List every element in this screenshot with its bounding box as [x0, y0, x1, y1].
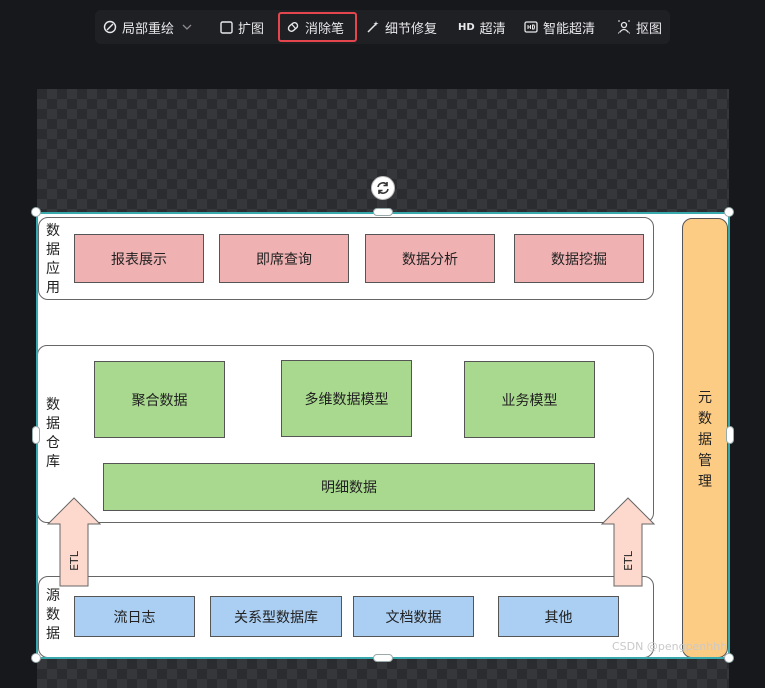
- resize-handle-bottom[interactable]: [373, 654, 393, 662]
- tool-expand-label: 扩图: [238, 21, 265, 37]
- tool-expand[interactable]: 扩图: [220, 15, 264, 39]
- app-box-analysis: 数据分析: [365, 234, 495, 283]
- source-layer-label: 源数据: [46, 588, 60, 642]
- rotate-icon: [377, 182, 389, 194]
- resize-handle-left[interactable]: [32, 426, 40, 444]
- source-box-relational-db: 关系型数据库: [210, 596, 342, 637]
- metadata-management-label: 元数据管理: [698, 390, 712, 490]
- source-box-other: 其他: [498, 596, 619, 637]
- cutout-icon: [617, 20, 631, 34]
- etl-arrow-right: [600, 497, 656, 587]
- app-box-report: 报表展示: [74, 234, 204, 283]
- app-box-adhoc-query: 即席查询: [219, 234, 349, 283]
- app-layer-label: 数据应用: [46, 223, 60, 296]
- resize-handle-top-left[interactable]: [31, 207, 41, 217]
- tool-cutout-label: 抠图: [636, 21, 663, 37]
- resize-handle-bottom-left[interactable]: [31, 653, 41, 663]
- tool-hd-label: 超清: [479, 21, 506, 37]
- resize-handle-top[interactable]: [373, 208, 393, 216]
- tool-hd[interactable]: HD 超清: [458, 15, 506, 39]
- brush-icon: [103, 20, 117, 34]
- tool-inpaint[interactable]: 局部重绘: [103, 15, 192, 39]
- warehouse-box-detail: 明细数据: [103, 463, 595, 511]
- tool-eraser[interactable]: 消除笔: [278, 12, 357, 42]
- etl-arrow-left: [46, 497, 102, 587]
- source-box-document-data: 文档数据: [353, 596, 474, 637]
- tool-cutout[interactable]: 抠图: [617, 15, 662, 39]
- tool-eraser-label: 消除笔: [305, 21, 345, 37]
- warehouse-layer-label: 数据仓库: [46, 397, 60, 470]
- tool-detail-fix[interactable]: 细节修复: [366, 15, 437, 39]
- rotate-handle[interactable]: [371, 176, 395, 200]
- tool-detail-fix-label: 细节修复: [385, 21, 438, 37]
- source-box-stream-log: 流日志: [74, 596, 195, 637]
- hd-icon: HD: [458, 21, 475, 33]
- app-box-mining: 数据挖掘: [514, 234, 644, 283]
- magic-wand-icon: [366, 20, 380, 34]
- tool-smart-hd[interactable]: 智能超清: [524, 15, 595, 39]
- resize-handle-right[interactable]: [726, 426, 734, 444]
- tool-smart-hd-label: 智能超清: [543, 21, 596, 37]
- edit-toolbar: [95, 10, 670, 44]
- warehouse-box-aggregate: 聚合数据: [94, 361, 225, 438]
- chevron-down-icon[interactable]: [182, 22, 192, 32]
- warehouse-box-business-model: 业务模型: [464, 361, 595, 438]
- eraser-icon: [286, 20, 300, 34]
- warehouse-box-multidim-model: 多维数据模型: [281, 360, 412, 437]
- resize-handle-bottom-right[interactable]: [724, 653, 734, 663]
- selection-frame[interactable]: [36, 212, 730, 659]
- smart-hd-icon: [524, 21, 538, 33]
- watermark: CSDN @pengpenhhh: [612, 640, 728, 653]
- resize-handle-top-right[interactable]: [724, 207, 734, 217]
- tool-inpaint-label: 局部重绘: [122, 21, 175, 37]
- expand-icon: [220, 20, 233, 34]
